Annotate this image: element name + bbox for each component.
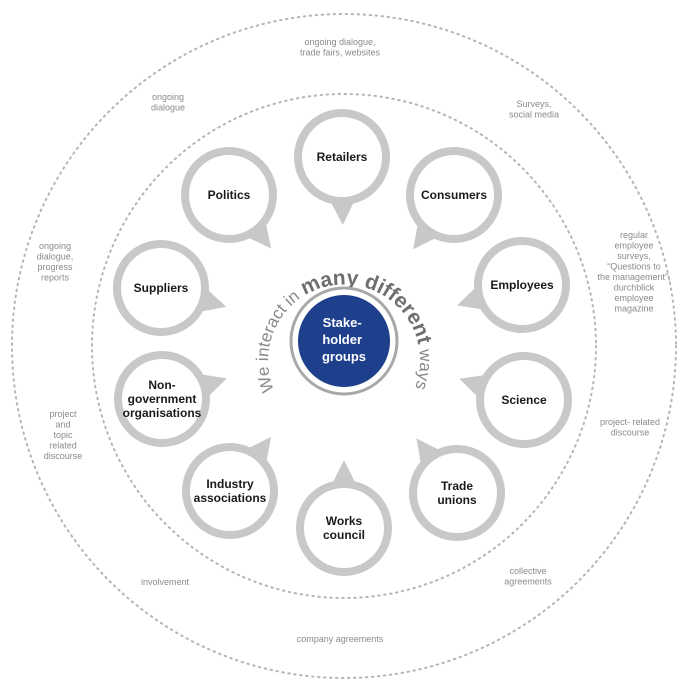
channel-line: trade fairs, websites xyxy=(300,48,381,58)
bubble-label-line: associations xyxy=(194,491,267,505)
bubble-circle xyxy=(474,237,570,333)
bubble-employees: Employees xyxy=(457,237,570,333)
bubble-circle xyxy=(294,109,390,205)
channel-industry-associations: involvement xyxy=(141,577,190,587)
bubble-label: Employees xyxy=(490,278,554,292)
channel-line: employee xyxy=(614,293,653,303)
channel-line: topic xyxy=(53,430,73,440)
bubble-label-line: Politics xyxy=(208,188,251,202)
channel-consumers: Surveys,social media xyxy=(509,99,559,120)
bubble-circle xyxy=(181,147,277,243)
channel-line: collective xyxy=(509,566,546,576)
channel-labels: ongoing dialogue,trade fairs, websitesSu… xyxy=(37,37,671,644)
center-line-2: holder xyxy=(322,332,362,347)
bubble-label-line: Industry xyxy=(206,477,254,491)
bubble-circle xyxy=(409,445,505,541)
channel-line: ongoing xyxy=(152,92,184,102)
bubble-circle xyxy=(113,240,209,336)
channel-line: social media xyxy=(509,110,559,120)
channel-line: project xyxy=(49,409,77,419)
bubble-label-line: council xyxy=(323,528,365,542)
inner-dotted-ring xyxy=(91,93,597,599)
bubble-consumers: Consumers xyxy=(406,147,502,250)
channel-line: magazine xyxy=(614,304,653,314)
bubble-label-line: Science xyxy=(501,393,547,407)
bubble-science: Science xyxy=(459,352,572,448)
bubble-label-line: Works xyxy=(326,514,363,528)
bubble-label-line: Retailers xyxy=(317,150,368,164)
bubble-retailers: Retailers xyxy=(294,109,390,225)
channel-line: durchblick xyxy=(614,283,655,293)
channel-line: regular xyxy=(620,230,648,240)
bubble-circle xyxy=(406,147,502,243)
bubble-label-line: organisations xyxy=(123,406,202,420)
channel-line: ongoing dialogue, xyxy=(304,37,375,47)
slogan-part-3: ways xyxy=(411,342,435,392)
bubble-circle xyxy=(114,351,210,447)
bubble-label-line: government xyxy=(128,392,197,406)
channel-line: dialogue, xyxy=(37,252,74,262)
outer-dotted-ring xyxy=(11,13,677,679)
bubble-label: Science xyxy=(501,393,547,407)
channel-line: Surveys, xyxy=(516,99,551,109)
bubble-circle xyxy=(296,480,392,576)
bubble-suppliers: Suppliers xyxy=(113,240,227,336)
bubble-label-line: Trade xyxy=(441,479,473,493)
channel-line: employee xyxy=(614,241,653,251)
channel-line: involvement xyxy=(141,577,190,587)
channel-line: progress xyxy=(37,262,73,272)
channel-line: “Questions to xyxy=(607,262,661,272)
bubble-circle xyxy=(476,352,572,448)
channel-line: and xyxy=(55,420,70,430)
bubble-label-line: unions xyxy=(437,493,477,507)
channel-line: agreements xyxy=(504,577,552,587)
bubble-label: Retailers xyxy=(317,150,368,164)
channel-line: company agreements xyxy=(297,634,384,644)
channel-line: discourse xyxy=(44,451,83,461)
channel-line: surveys, xyxy=(617,251,651,261)
bubble-label-line: Non- xyxy=(148,378,175,392)
center-label: Stake- holder groups xyxy=(322,315,366,364)
channel-retailers: ongoing dialogue,trade fairs, websites xyxy=(300,37,381,58)
channel-line: discourse xyxy=(611,428,650,438)
channel-line: the management”, xyxy=(597,272,670,282)
center-line-3: groups xyxy=(322,349,366,364)
channel-line: reports xyxy=(41,273,70,283)
bubble-circle xyxy=(182,443,278,539)
center-line-1: Stake- xyxy=(323,315,362,330)
channel-line: dialogue xyxy=(151,103,185,113)
channel-line: related xyxy=(49,441,77,451)
bubble-label-line: Suppliers xyxy=(134,281,189,295)
bubble-politics: Politics xyxy=(181,147,277,249)
bubble-label: Consumers xyxy=(421,188,487,202)
bubble-label-line: Consumers xyxy=(421,188,487,202)
bubble-label: Suppliers xyxy=(134,281,189,295)
center-disc xyxy=(298,295,390,387)
bubble-label: Politics xyxy=(208,188,251,202)
channel-line: ongoing xyxy=(39,241,71,251)
channel-works-council: company agreements xyxy=(297,634,384,644)
bubble-label-line: Employees xyxy=(490,278,554,292)
channel-line: project- related xyxy=(600,417,660,427)
